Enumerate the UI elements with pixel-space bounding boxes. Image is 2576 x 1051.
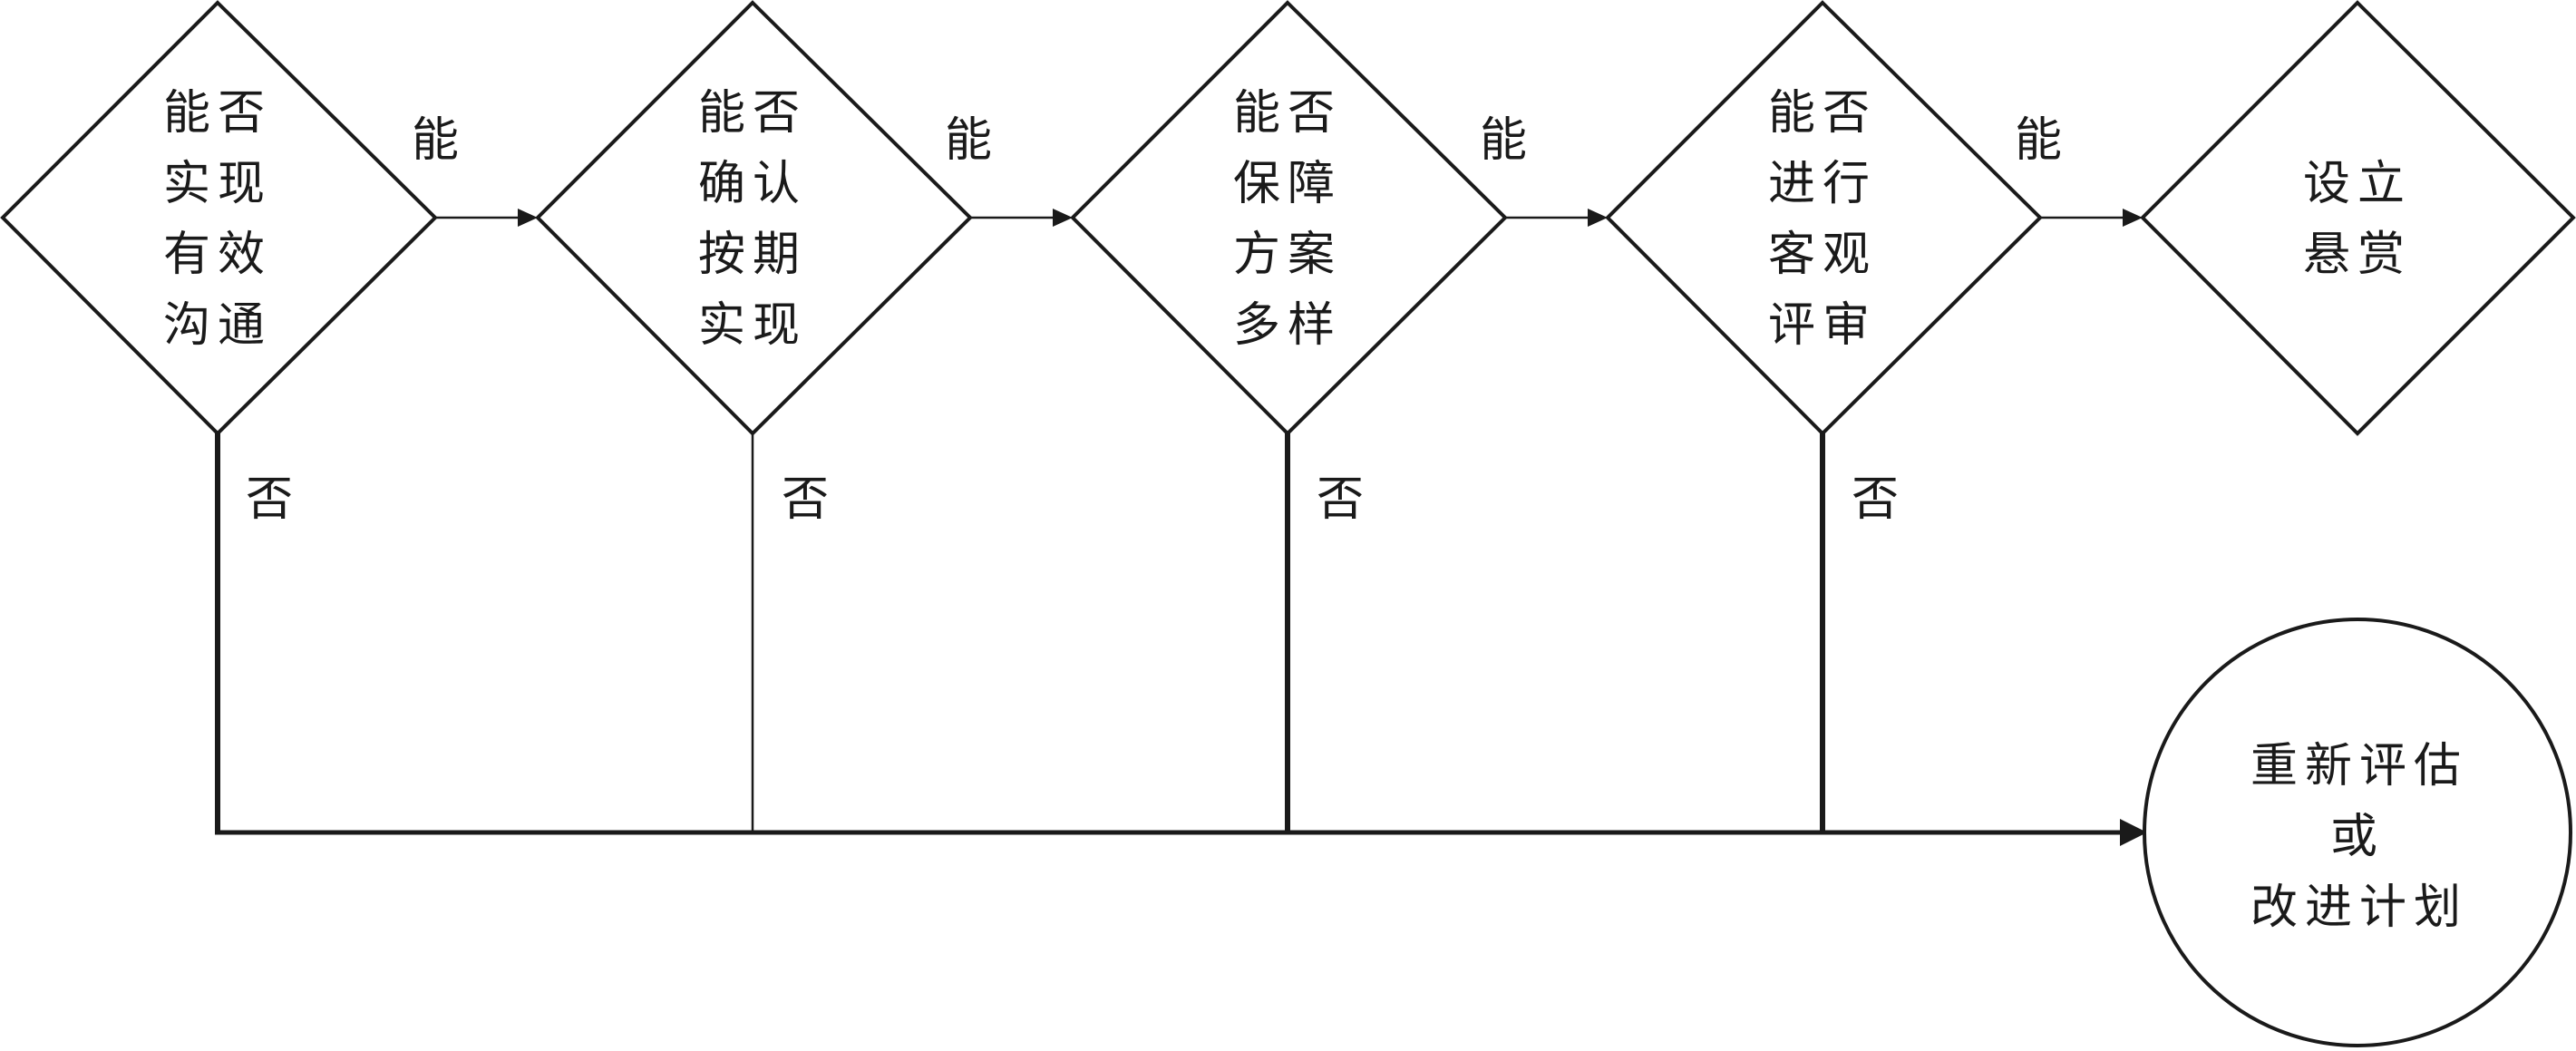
- no-label: 否: [1852, 472, 1899, 527]
- yes-arrow-1: [435, 209, 538, 227]
- decision-text-line: 能否: [1768, 86, 1877, 141]
- yes-label: 能: [2015, 113, 2062, 168]
- decision-text-line: 有效: [163, 228, 272, 282]
- yes-label: 能: [945, 113, 992, 168]
- no-label: 否: [782, 472, 829, 527]
- yes-label: 能: [412, 113, 459, 168]
- decision-node-schedule: 能否 确认 按期 实现: [535, 0, 973, 436]
- decision-text-line: 实现: [163, 157, 272, 211]
- fallback-text-line: 改进计划: [2250, 881, 2468, 935]
- yes-arrow-3: [1505, 209, 1608, 227]
- decision-text-line: 多样: [1233, 298, 1342, 353]
- decision-node-communication: 能否 实现 有效 沟通: [0, 0, 438, 436]
- decision-text-line: 保障: [1233, 157, 1342, 211]
- yes-arrow-4: [2040, 209, 2143, 227]
- no-label: 否: [1317, 472, 1364, 527]
- decision-text-line: 方案: [1233, 228, 1342, 282]
- decision-text-line: 按期: [698, 228, 807, 282]
- decision-text-line: 能否: [698, 86, 807, 141]
- decision-text-line: 确认: [698, 157, 807, 211]
- decision-text-line: 能否: [163, 86, 272, 141]
- fallback-text-line: 重新评估: [2250, 739, 2468, 793]
- decision-text-line: 评审: [1768, 298, 1877, 353]
- no-bus-arrow: [215, 819, 2147, 846]
- decision-text-line: 沟通: [163, 298, 272, 353]
- success-text-line: 设立: [2303, 157, 2412, 211]
- decision-text-line: 实现: [698, 298, 807, 353]
- decision-node-review: 能否 进行 客观 评审: [1605, 0, 2043, 436]
- no-label: 否: [246, 472, 293, 527]
- success-node-reward: 设立 悬赏: [2140, 0, 2576, 436]
- decision-text-line: 客观: [1768, 228, 1877, 282]
- decision-text-line: 进行: [1768, 157, 1877, 211]
- decision-node-options: 能否 保障 方案 多样: [1070, 0, 1508, 436]
- yes-arrow-2: [970, 209, 1073, 227]
- fallback-node-reassess: 重新评估 或 改进计划: [2143, 618, 2572, 1047]
- yes-label: 能: [1480, 113, 1527, 168]
- decision-text-line: 能否: [1233, 86, 1342, 141]
- success-text-line: 悬赏: [2303, 228, 2412, 282]
- fallback-text-line: 或: [2330, 810, 2385, 864]
